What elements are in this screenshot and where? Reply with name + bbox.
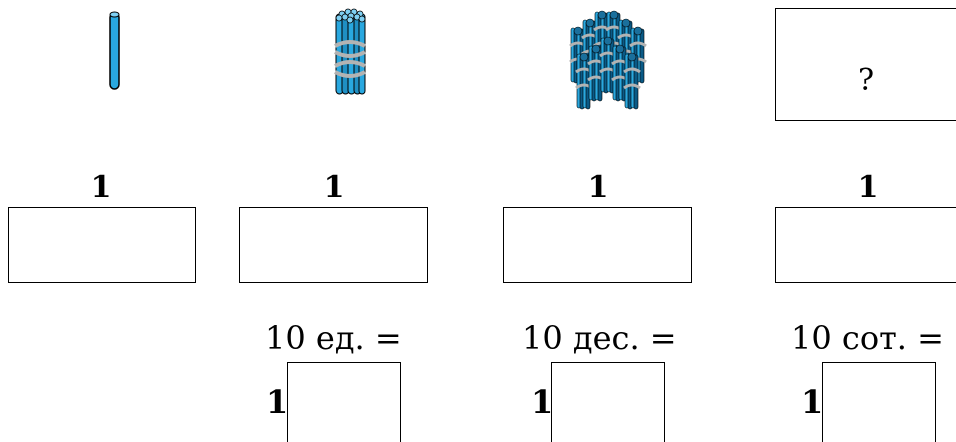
answer-box-fourth[interactable] <box>775 207 956 283</box>
answer-box-hundred[interactable] <box>503 207 692 283</box>
digit-box-col2[interactable] <box>287 362 401 442</box>
digit-box-col3[interactable] <box>551 362 665 442</box>
caption-10-tens: 10 дес. = <box>522 319 677 357</box>
label-one-col2: 1 <box>323 170 345 205</box>
digit-box-col4[interactable] <box>822 362 936 442</box>
digit-one-col3: 1 <box>531 383 554 421</box>
bundle-of-hundred-icon <box>569 10 647 110</box>
digit-one-col2: 1 <box>266 383 289 421</box>
label-one-col3: 1 <box>587 170 609 205</box>
single-stick-icon <box>109 11 120 90</box>
caption-10-units: 10 ед. = <box>265 319 402 357</box>
answer-box-ten[interactable] <box>239 207 428 283</box>
digit-one-col4: 1 <box>801 383 824 421</box>
answer-box-unit[interactable] <box>8 207 196 283</box>
label-one-col4: 1 <box>857 170 879 205</box>
caption-10-hundreds: 10 сот. = <box>791 319 944 357</box>
label-one-col1: 1 <box>90 170 112 205</box>
answer-box-thousand[interactable] <box>775 8 956 121</box>
question-mark: ? <box>858 63 875 98</box>
bundle-of-ten-icon <box>334 8 366 95</box>
